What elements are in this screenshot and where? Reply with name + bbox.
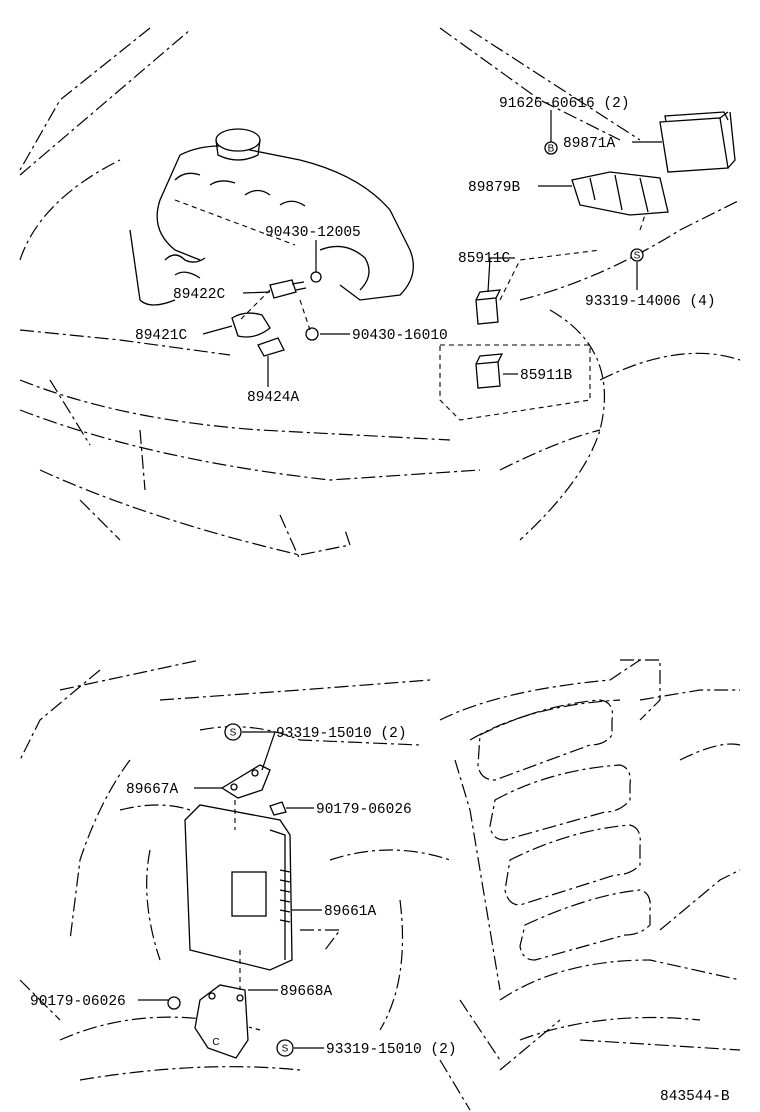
- c-mark: C: [212, 1037, 219, 1048]
- label-89421C: 89421C: [135, 328, 188, 344]
- label-89879B: 89879B: [468, 180, 521, 196]
- label-89871A: 89871A: [563, 136, 616, 152]
- engine-compartment-drawing: [19, 27, 741, 561]
- label-89661A: 89661A: [324, 904, 377, 920]
- label-85911C: 85911C: [458, 251, 511, 267]
- label-89668A: 89668A: [280, 984, 333, 1000]
- label-90430-12005: 90430-12005: [265, 225, 361, 241]
- label-90179-06026-left: 90179-06026: [30, 994, 126, 1010]
- part-labels: 91626-60616 (2) 89871A 89879B 90430-1200…: [30, 96, 730, 1105]
- label-89667A: 89667A: [126, 782, 179, 798]
- diagram-id: 843544-B: [660, 1089, 730, 1105]
- b-mark: B: [548, 144, 555, 155]
- leader-lines: [138, 110, 662, 1049]
- label-89424A: 89424A: [247, 390, 300, 406]
- label-93319-14006: 93319-14006 (4): [585, 294, 716, 310]
- label-90430-16010: 90430-16010: [352, 328, 448, 344]
- s-mark: S: [282, 1044, 289, 1055]
- s-mark: S: [634, 251, 641, 262]
- label-90179-06026-right: 90179-06026: [316, 802, 412, 818]
- label-91626-60616: 91626-60616 (2): [499, 96, 630, 112]
- label-89422C: 89422C: [173, 287, 226, 303]
- label-93319-15010-bottom: 93319-15010 (2): [326, 1042, 457, 1058]
- ecu-mount-drawing: [19, 659, 451, 1081]
- s-mark: S: [230, 728, 237, 739]
- label-93319-15010-top: 93319-15010 (2): [276, 726, 407, 742]
- dashboard-drawing: [439, 659, 741, 1111]
- label-85911B: 85911B: [520, 368, 573, 384]
